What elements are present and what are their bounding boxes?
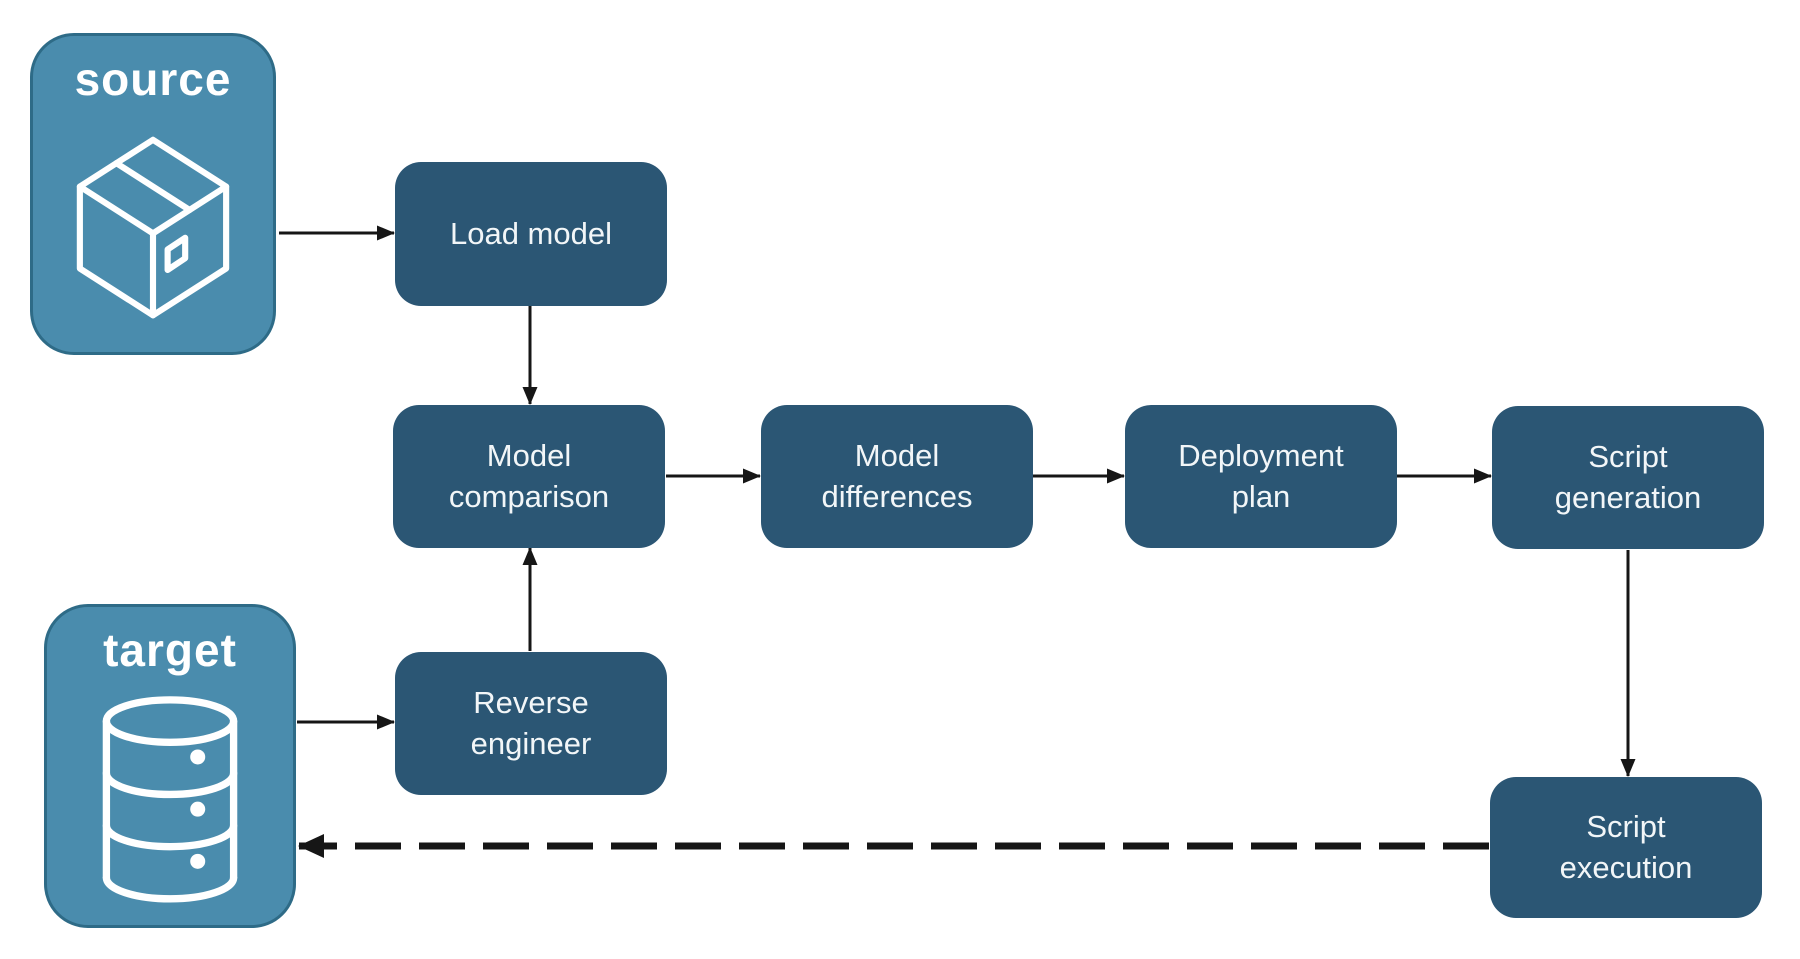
node-model-differences[interactable]: Model differences xyxy=(761,405,1033,548)
node-script-execution[interactable]: Script execution xyxy=(1490,777,1762,918)
node-reverse-engineer[interactable]: Reverse engineer xyxy=(395,652,667,795)
database-icon xyxy=(47,677,293,925)
node-load-model[interactable]: Load model xyxy=(395,162,667,306)
node-deployment-plan[interactable]: Deployment plan xyxy=(1125,405,1397,548)
target-label: target xyxy=(103,624,237,676)
node-target[interactable]: target xyxy=(44,604,296,928)
node-script-generation[interactable]: Script generation xyxy=(1492,406,1764,549)
package-icon xyxy=(33,106,273,352)
node-model-comparison[interactable]: Model comparison xyxy=(393,405,665,548)
source-label: source xyxy=(74,53,232,105)
node-source[interactable]: source xyxy=(30,33,276,355)
